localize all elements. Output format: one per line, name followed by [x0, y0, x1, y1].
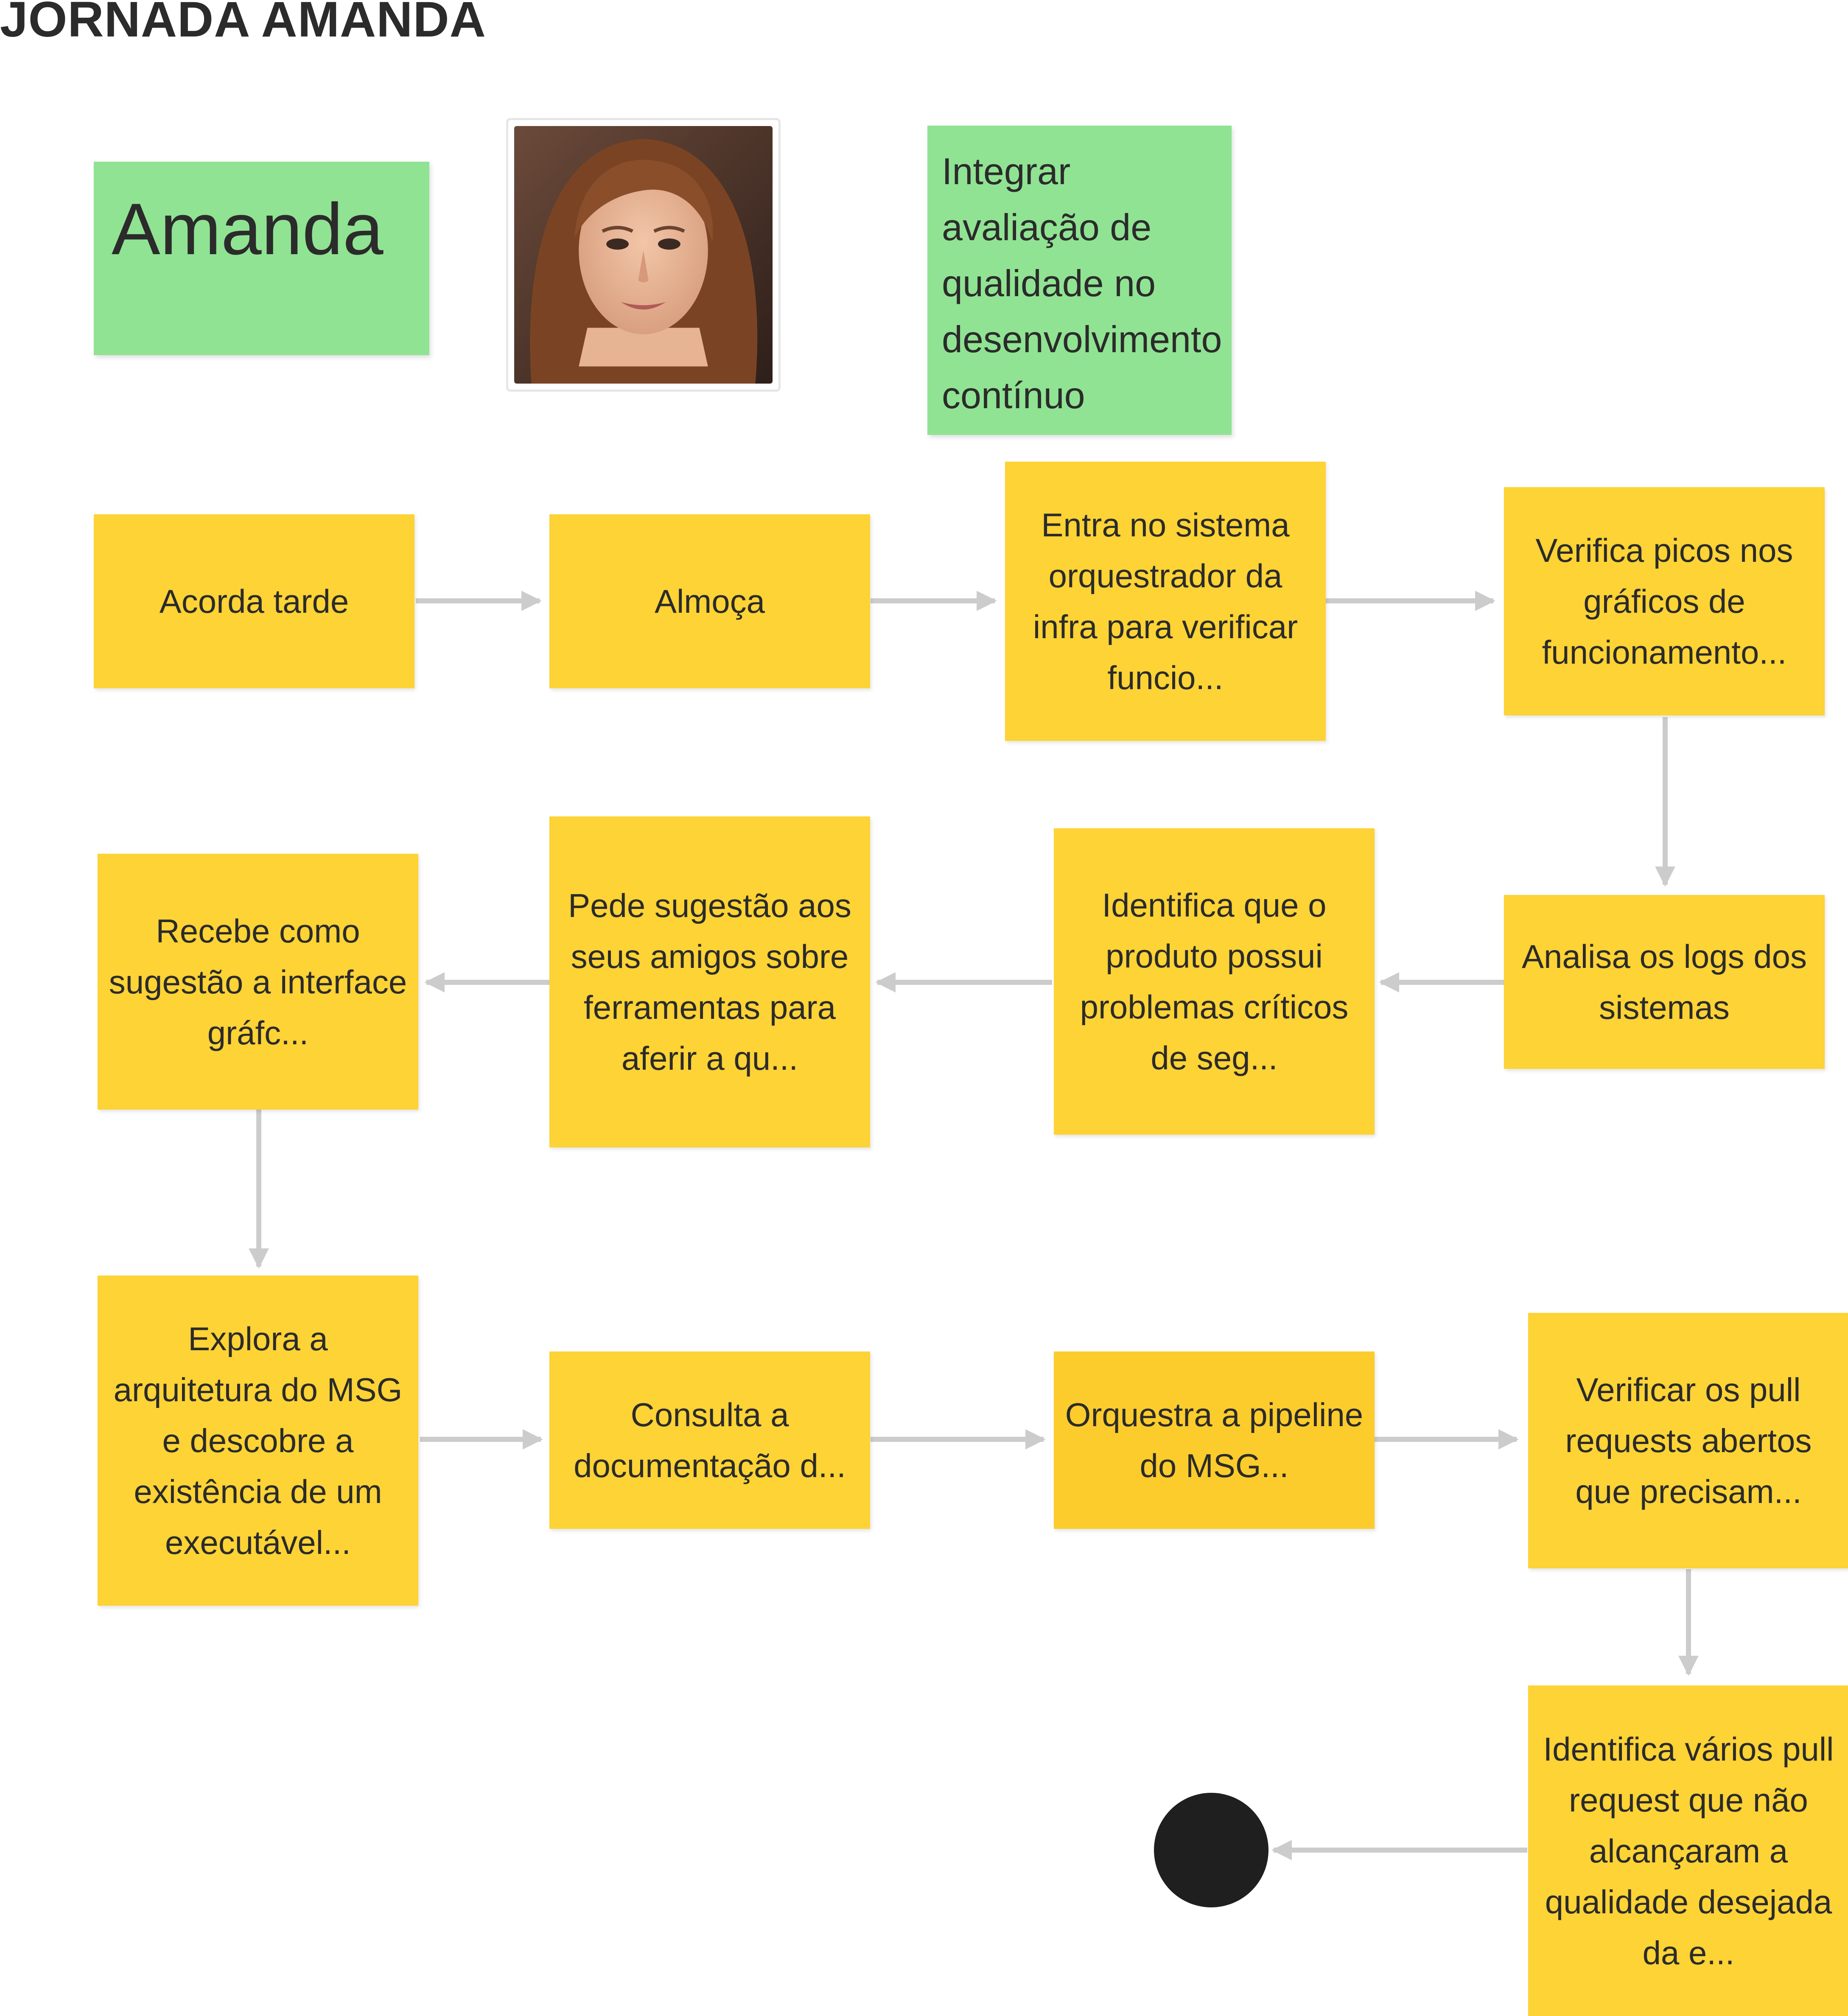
- step-3-note[interactable]: Entra no sistema orquestrador da infra p…: [1005, 462, 1326, 741]
- persona-goal-note[interactable]: Integrar avaliação de qualidade no desen…: [927, 126, 1232, 435]
- step-13-note[interactable]: Identifica vários pull request que não a…: [1528, 1685, 1848, 2016]
- step-12-note[interactable]: Verificar os pull requests abertos que p…: [1528, 1313, 1848, 1568]
- journey-end-marker[interactable]: [1154, 1793, 1268, 1907]
- step-11-note[interactable]: Orquestra a pipeline do MSG...: [1054, 1351, 1375, 1529]
- step-8-note[interactable]: Recebe como sugestão a interface gráfc..…: [98, 854, 418, 1110]
- step-4-note[interactable]: Verifica picos nos gráficos de funcionam…: [1504, 487, 1825, 715]
- step-10-note[interactable]: Consulta a documentação d...: [549, 1351, 870, 1529]
- step-1-note[interactable]: Acorda tarde: [94, 514, 414, 688]
- board-title: JORNADA AMANDA: [0, 0, 486, 48]
- step-2-note[interactable]: Almoça: [549, 514, 870, 688]
- persona-name-note[interactable]: Amanda: [94, 162, 429, 355]
- step-6-note[interactable]: Identifica que o produto possui problema…: [1054, 828, 1375, 1135]
- step-5-note[interactable]: Analisa os logs dos sistemas: [1504, 895, 1825, 1069]
- persona-photo[interactable]: [506, 118, 781, 392]
- step-9-note[interactable]: Explora a arquitetura do MSG e descobre …: [98, 1276, 418, 1606]
- avatar: [514, 126, 773, 384]
- step-7-note[interactable]: Pede sugestão aos seus amigos sobre ferr…: [549, 816, 870, 1147]
